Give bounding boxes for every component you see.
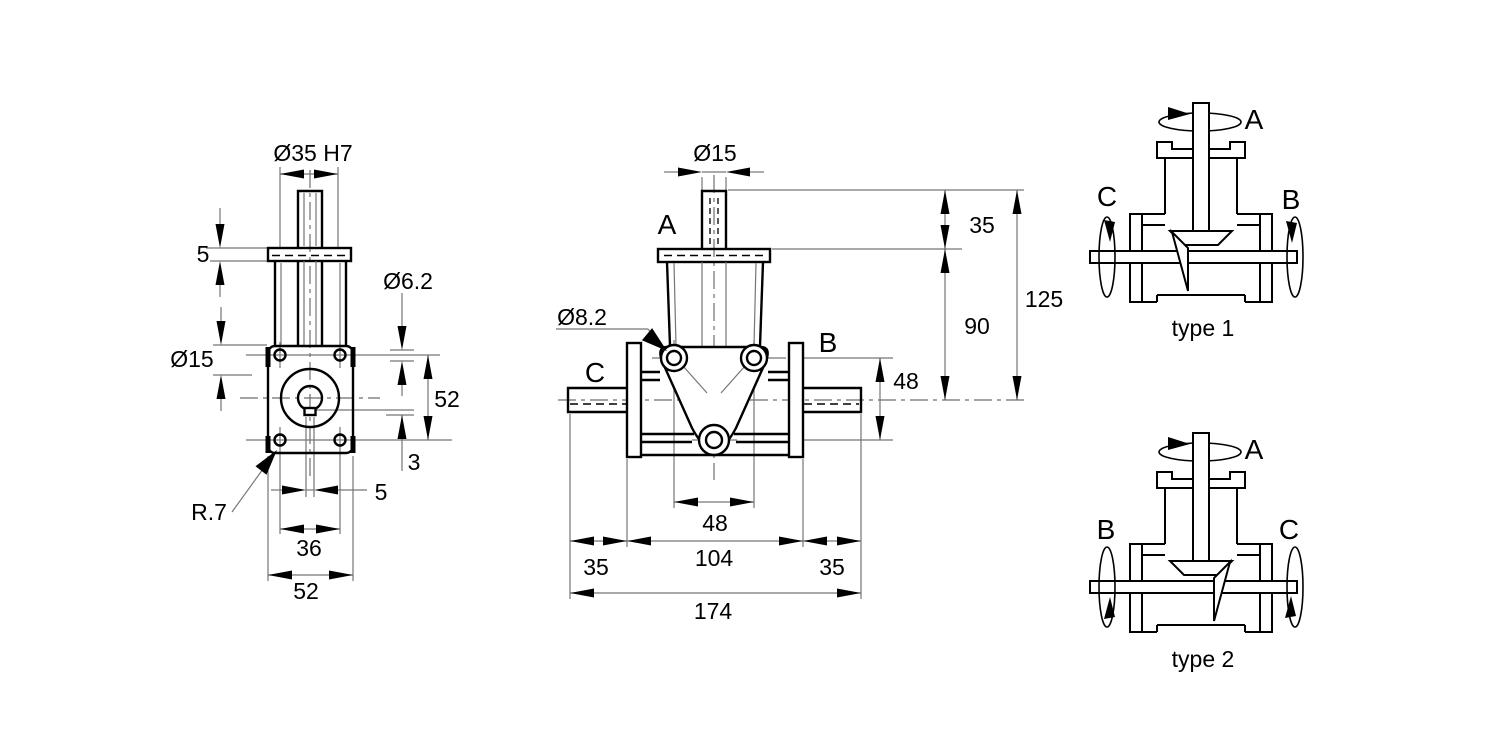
- dim-bore-fit: Ø35 H7: [273, 140, 352, 166]
- dim-carrier-hole: Ø8.2: [557, 304, 607, 330]
- hole: [704, 430, 724, 450]
- schematic-type-1: A C B type 1: [1089, 102, 1304, 341]
- dim-body-width: 104: [695, 545, 734, 571]
- dim-corner-radius: R.7: [191, 499, 227, 525]
- bolt-hole: [333, 433, 347, 447]
- dim-flange-thickness: 5: [197, 241, 210, 267]
- shaft-a: [1192, 102, 1210, 232]
- bolt-hole: [333, 348, 347, 362]
- rotation-ellipse-b: [1098, 546, 1116, 628]
- dim-keyway-width: 5: [375, 479, 388, 505]
- dim-left-shaft-length: 35: [583, 554, 609, 580]
- bolt-hole: [273, 433, 287, 447]
- dim-plate-width: 52: [293, 578, 319, 604]
- left-output-shaft: [566, 386, 627, 414]
- dim-hole-spacing-vertical: 52: [434, 386, 460, 412]
- dim-flange-to-axis: 90: [964, 313, 990, 339]
- dim-shaft-protrusion: 35: [969, 212, 995, 238]
- shaft-label-c: C: [585, 357, 605, 388]
- dim-hole-diameter: Ø6.2: [383, 268, 433, 294]
- type2-label-c: C: [1279, 514, 1299, 545]
- rotation-ellipse-c: [1286, 546, 1304, 628]
- shaft-bc: [1089, 580, 1298, 594]
- dim-right-shaft-length: 35: [819, 554, 845, 580]
- dim-hole-spacing: 48: [702, 510, 728, 536]
- dim-keyway-depth: 3: [408, 449, 421, 475]
- dim-total-width: 174: [694, 598, 733, 624]
- dim-body-height: 48: [893, 368, 919, 394]
- shaft-bc: [1089, 250, 1298, 264]
- shaft-a: [1192, 432, 1210, 562]
- rotation-ellipse-b: [1286, 216, 1304, 298]
- hole: [745, 349, 763, 367]
- dim-shaft-bore: Ø15: [170, 346, 213, 372]
- input-shaft-outline: [700, 189, 728, 249]
- right-output-shaft: [803, 386, 863, 414]
- front-view: Ø15 A Ø8.2 C B 35 90 125 48 48 104 35 35…: [556, 140, 1063, 624]
- dim-total-height: 125: [1025, 286, 1063, 312]
- type1-caption: type 1: [1172, 315, 1235, 341]
- boss-circle: [279, 367, 341, 429]
- type1-label-b: B: [1282, 184, 1301, 215]
- vertical-shaft-outline: [296, 189, 324, 248]
- type2-label-b: B: [1097, 514, 1116, 545]
- bolt-hole: [273, 348, 287, 362]
- type1-label-a: A: [1245, 104, 1264, 135]
- type2-label-a: A: [1245, 434, 1264, 465]
- d82-leader-arrow: [641, 328, 667, 351]
- type1-label-c: C: [1097, 181, 1117, 212]
- mounting-plate: [266, 344, 355, 455]
- schematic-type-2: A B C type 2: [1089, 432, 1304, 672]
- shaft-label-a: A: [658, 209, 677, 240]
- keyway: [303, 406, 317, 417]
- shaft-label-b: B: [819, 327, 838, 358]
- dim-shaft-diameter: Ø15: [693, 140, 736, 166]
- r7-leader-arrow: [255, 450, 277, 475]
- bevel-pinion: [1213, 558, 1232, 622]
- rotation-arrow-a: [1168, 437, 1190, 450]
- right-side-flange: [787, 341, 805, 459]
- rotation-ellipse-c: [1098, 216, 1116, 298]
- left-side-flange: [625, 341, 643, 459]
- type2-caption: type 2: [1172, 646, 1235, 672]
- rotation-arrow-a: [1168, 107, 1190, 120]
- hole: [665, 349, 683, 367]
- dim-hole-spacing-horizontal: 36: [296, 535, 322, 561]
- top-flange: [656, 247, 772, 264]
- flange-section: [266, 246, 353, 263]
- side-view: Ø35 H7 5 Ø15 Ø6.2 52 3 R.7 5 36 52: [170, 140, 460, 604]
- bevel-pinion: [1170, 228, 1189, 292]
